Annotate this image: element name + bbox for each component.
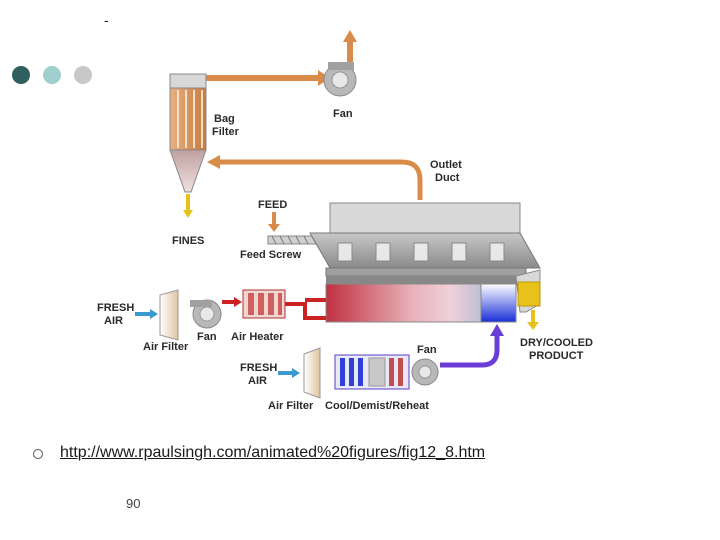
feed-screw-label: Feed Screw — [240, 249, 302, 261]
bag-filter — [169, 73, 207, 193]
filter-label: Filter — [212, 126, 240, 138]
air-filter-2 — [303, 347, 321, 399]
fresh-air-1-top: FRESH — [97, 302, 134, 314]
fan-mid-label: Fan — [197, 331, 217, 343]
fines-outlet — [183, 194, 193, 218]
page-number: 90 — [126, 496, 141, 511]
fan-low-label: Fan — [417, 344, 437, 356]
reference-link[interactable]: http://www.rpaulsingh.com/animated%20fig… — [60, 444, 486, 461]
outlet-label: Outlet — [430, 159, 462, 171]
decor-dot-gray — [74, 66, 92, 84]
outlet-duct — [218, 159, 423, 200]
top-fan-icon — [323, 62, 357, 97]
fresh-air-2-bottom: AIR — [248, 375, 267, 387]
fresh-air-2-top: FRESH — [240, 362, 277, 374]
air-filter-1-label: Air Filter — [143, 341, 189, 353]
cool-demist-reheat-label: Cool/Demist/Reheat — [325, 400, 429, 412]
feed-label: FEED — [258, 199, 287, 211]
air-heater-label: Air Heater — [231, 331, 284, 343]
hot-air-duct — [285, 302, 326, 320]
product-outlet — [517, 281, 541, 330]
cool-demist-reheat-unit — [334, 354, 410, 390]
fines-label: FINES — [172, 235, 204, 247]
duct-label: Duct — [435, 172, 460, 184]
fan-top-label: Fan — [333, 108, 353, 120]
decor-dot-dark — [12, 66, 30, 84]
mid-fan-icon — [190, 299, 222, 329]
dry-cooled-label: DRY/COOLED — [520, 337, 593, 349]
decor-dot-teal — [43, 66, 61, 84]
bullet-icon — [33, 449, 43, 459]
air-filter-2-label: Air Filter — [268, 400, 314, 412]
fluidized-bed-dryer-diagram: Fan Bag Filter FINES Outlet Duct FEED Fe… — [97, 30, 593, 412]
title-dash: - — [104, 12, 109, 28]
fresh-air-1-bottom: AIR — [104, 315, 123, 327]
air-filter-1 — [159, 289, 179, 341]
cool-air-duct — [440, 332, 500, 368]
dryer-body — [309, 202, 541, 323]
low-fan-icon — [411, 358, 439, 386]
air-heater — [242, 289, 286, 319]
bag-label: Bag — [214, 113, 235, 125]
product-label: PRODUCT — [529, 350, 584, 362]
